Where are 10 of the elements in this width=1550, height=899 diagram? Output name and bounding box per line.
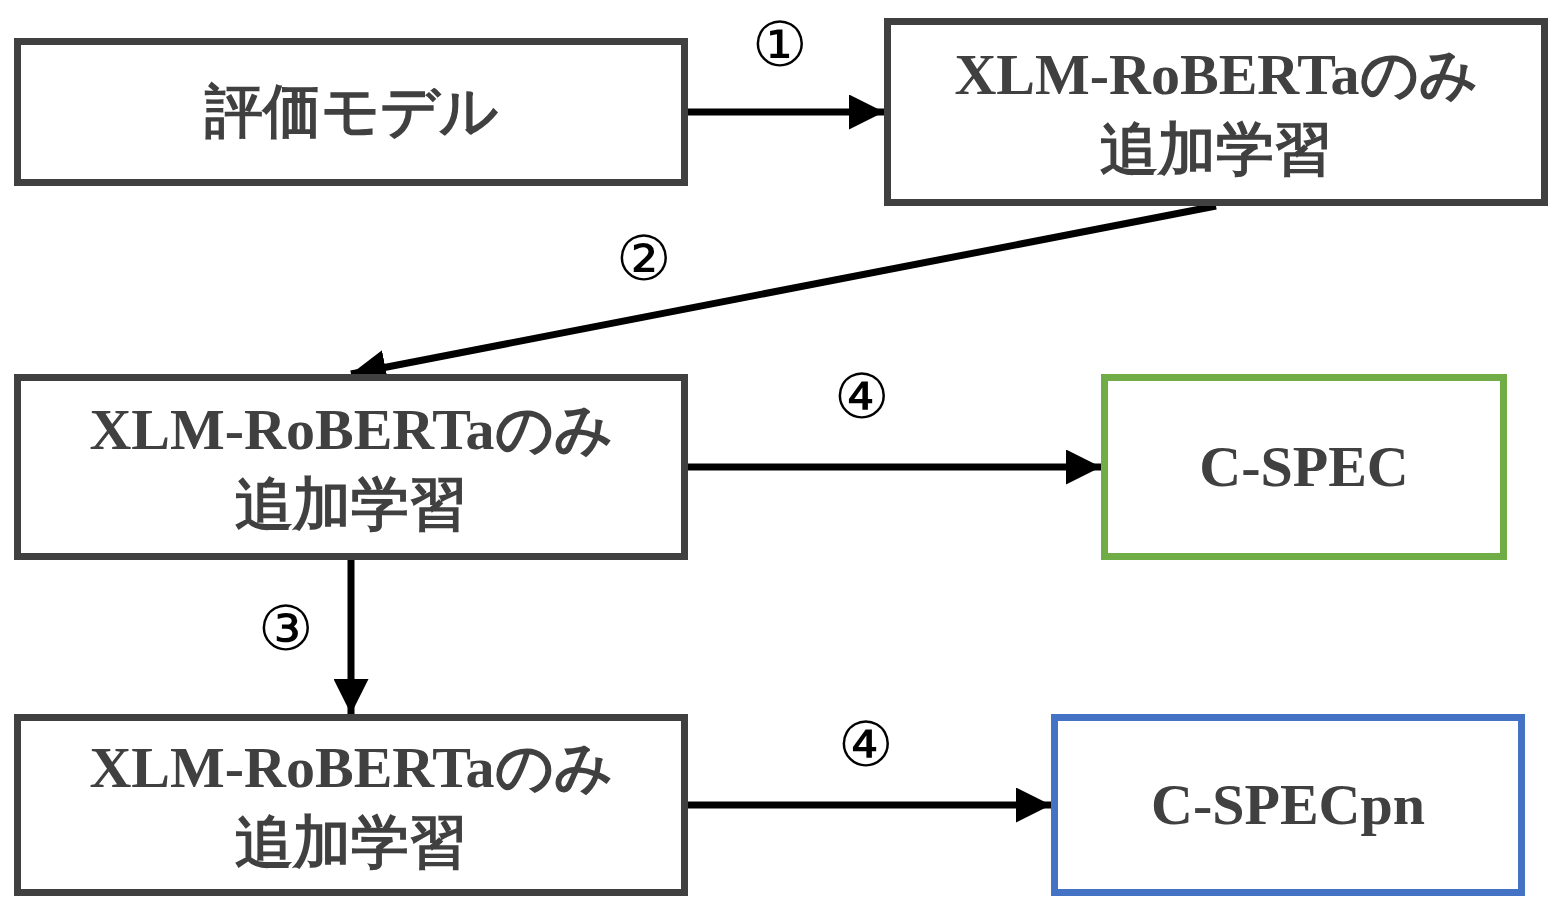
arrow	[688, 787, 1051, 823]
process-box: 評価モデル	[14, 38, 688, 186]
process-box: C-SPECpn	[1051, 714, 1525, 896]
arrow	[688, 94, 884, 130]
arrow	[333, 560, 369, 714]
process-box: C-SPEC	[1101, 374, 1507, 560]
process-box: XLM-RoBERTaのみ追加学習	[14, 714, 688, 896]
process-box: XLM-RoBERTaのみ追加学習	[884, 18, 1548, 206]
arrow	[688, 449, 1101, 485]
process-box: XLM-RoBERTaのみ追加学習	[14, 374, 688, 560]
